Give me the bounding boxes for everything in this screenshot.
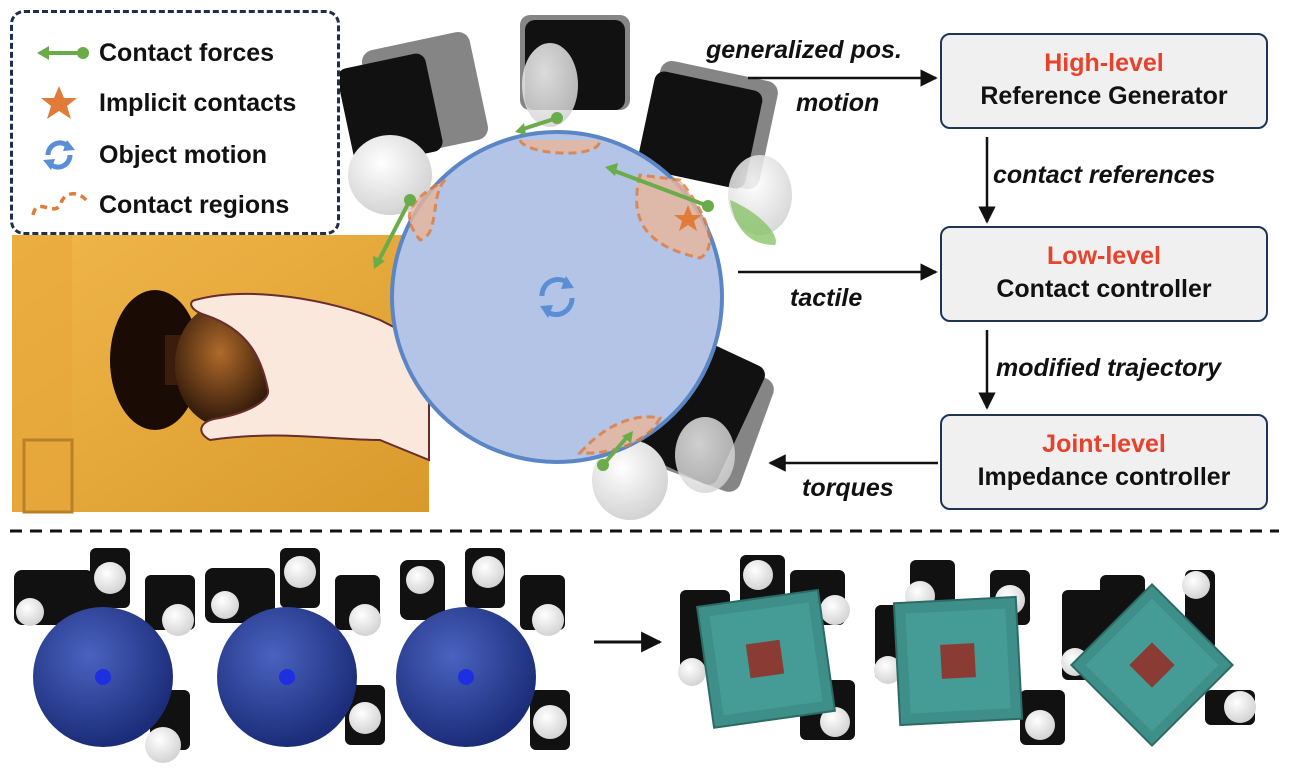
legend-item-implicit-contacts: Implicit contacts (13, 83, 337, 123)
contact-region (407, 178, 447, 242)
implicit-contact-star (674, 205, 702, 231)
sphere-frame (396, 548, 570, 750)
joint-level-name: Impedance controller (977, 463, 1231, 491)
legend-item-contact-forces: Contact forces (13, 33, 337, 73)
contact-region (576, 415, 663, 455)
joint-level-box: Joint-level Impedance controller (940, 414, 1268, 510)
modified-trajectory-label: modified trajectory (996, 354, 1222, 382)
contact-force (373, 194, 416, 269)
contact-force (515, 112, 563, 135)
high-level-title: High-level (1044, 49, 1164, 77)
tactile-label: tactile (790, 284, 863, 312)
legend-label: Contact regions (99, 191, 290, 219)
joint-level-title: Joint-level (1042, 430, 1166, 458)
legend-label: Implicit contacts (99, 89, 297, 117)
generalized-pos-label: generalized pos. (706, 36, 902, 64)
cube-frame (1061, 570, 1256, 748)
dashed-region-icon (31, 192, 89, 216)
contact-force (605, 163, 714, 212)
object-motion-icon (539, 276, 575, 318)
torques-label: torques (802, 474, 894, 502)
rotate-arrows-icon (43, 140, 75, 170)
cube-frame (678, 555, 855, 740)
high-level-name: Reference Generator (980, 82, 1228, 110)
high-level-box: High-level Reference Generator (940, 33, 1268, 129)
sphere-frame (14, 548, 195, 763)
low-level-name: Contact controller (996, 275, 1212, 303)
low-level-box: Low-level Contact controller (940, 226, 1268, 322)
cube-sequence (678, 555, 1256, 748)
legend: Contact forces Implicit contacts Object … (10, 10, 340, 235)
legend-item-object-motion: Object motion (13, 135, 337, 175)
hand (190, 292, 430, 462)
knob-rosette (110, 290, 200, 430)
legend-item-contact-regions: Contact regions (13, 185, 337, 225)
object-illustration (337, 15, 792, 520)
sphere-frame (205, 548, 385, 747)
sphere-sequence (14, 548, 570, 763)
motion-label: motion (796, 89, 880, 117)
cube-frame (874, 560, 1065, 745)
contact-force (597, 431, 633, 471)
contact-region (518, 139, 602, 155)
legend-label: Object motion (99, 141, 268, 169)
legend-label: Contact forces (99, 39, 275, 67)
contact-force-arrow-icon (37, 46, 89, 60)
contact-references-label: contact references (993, 161, 1216, 189)
door-knob-photo (12, 235, 430, 514)
low-level-title: Low-level (1047, 242, 1161, 270)
star-icon (41, 86, 77, 119)
contact-region (635, 173, 712, 260)
